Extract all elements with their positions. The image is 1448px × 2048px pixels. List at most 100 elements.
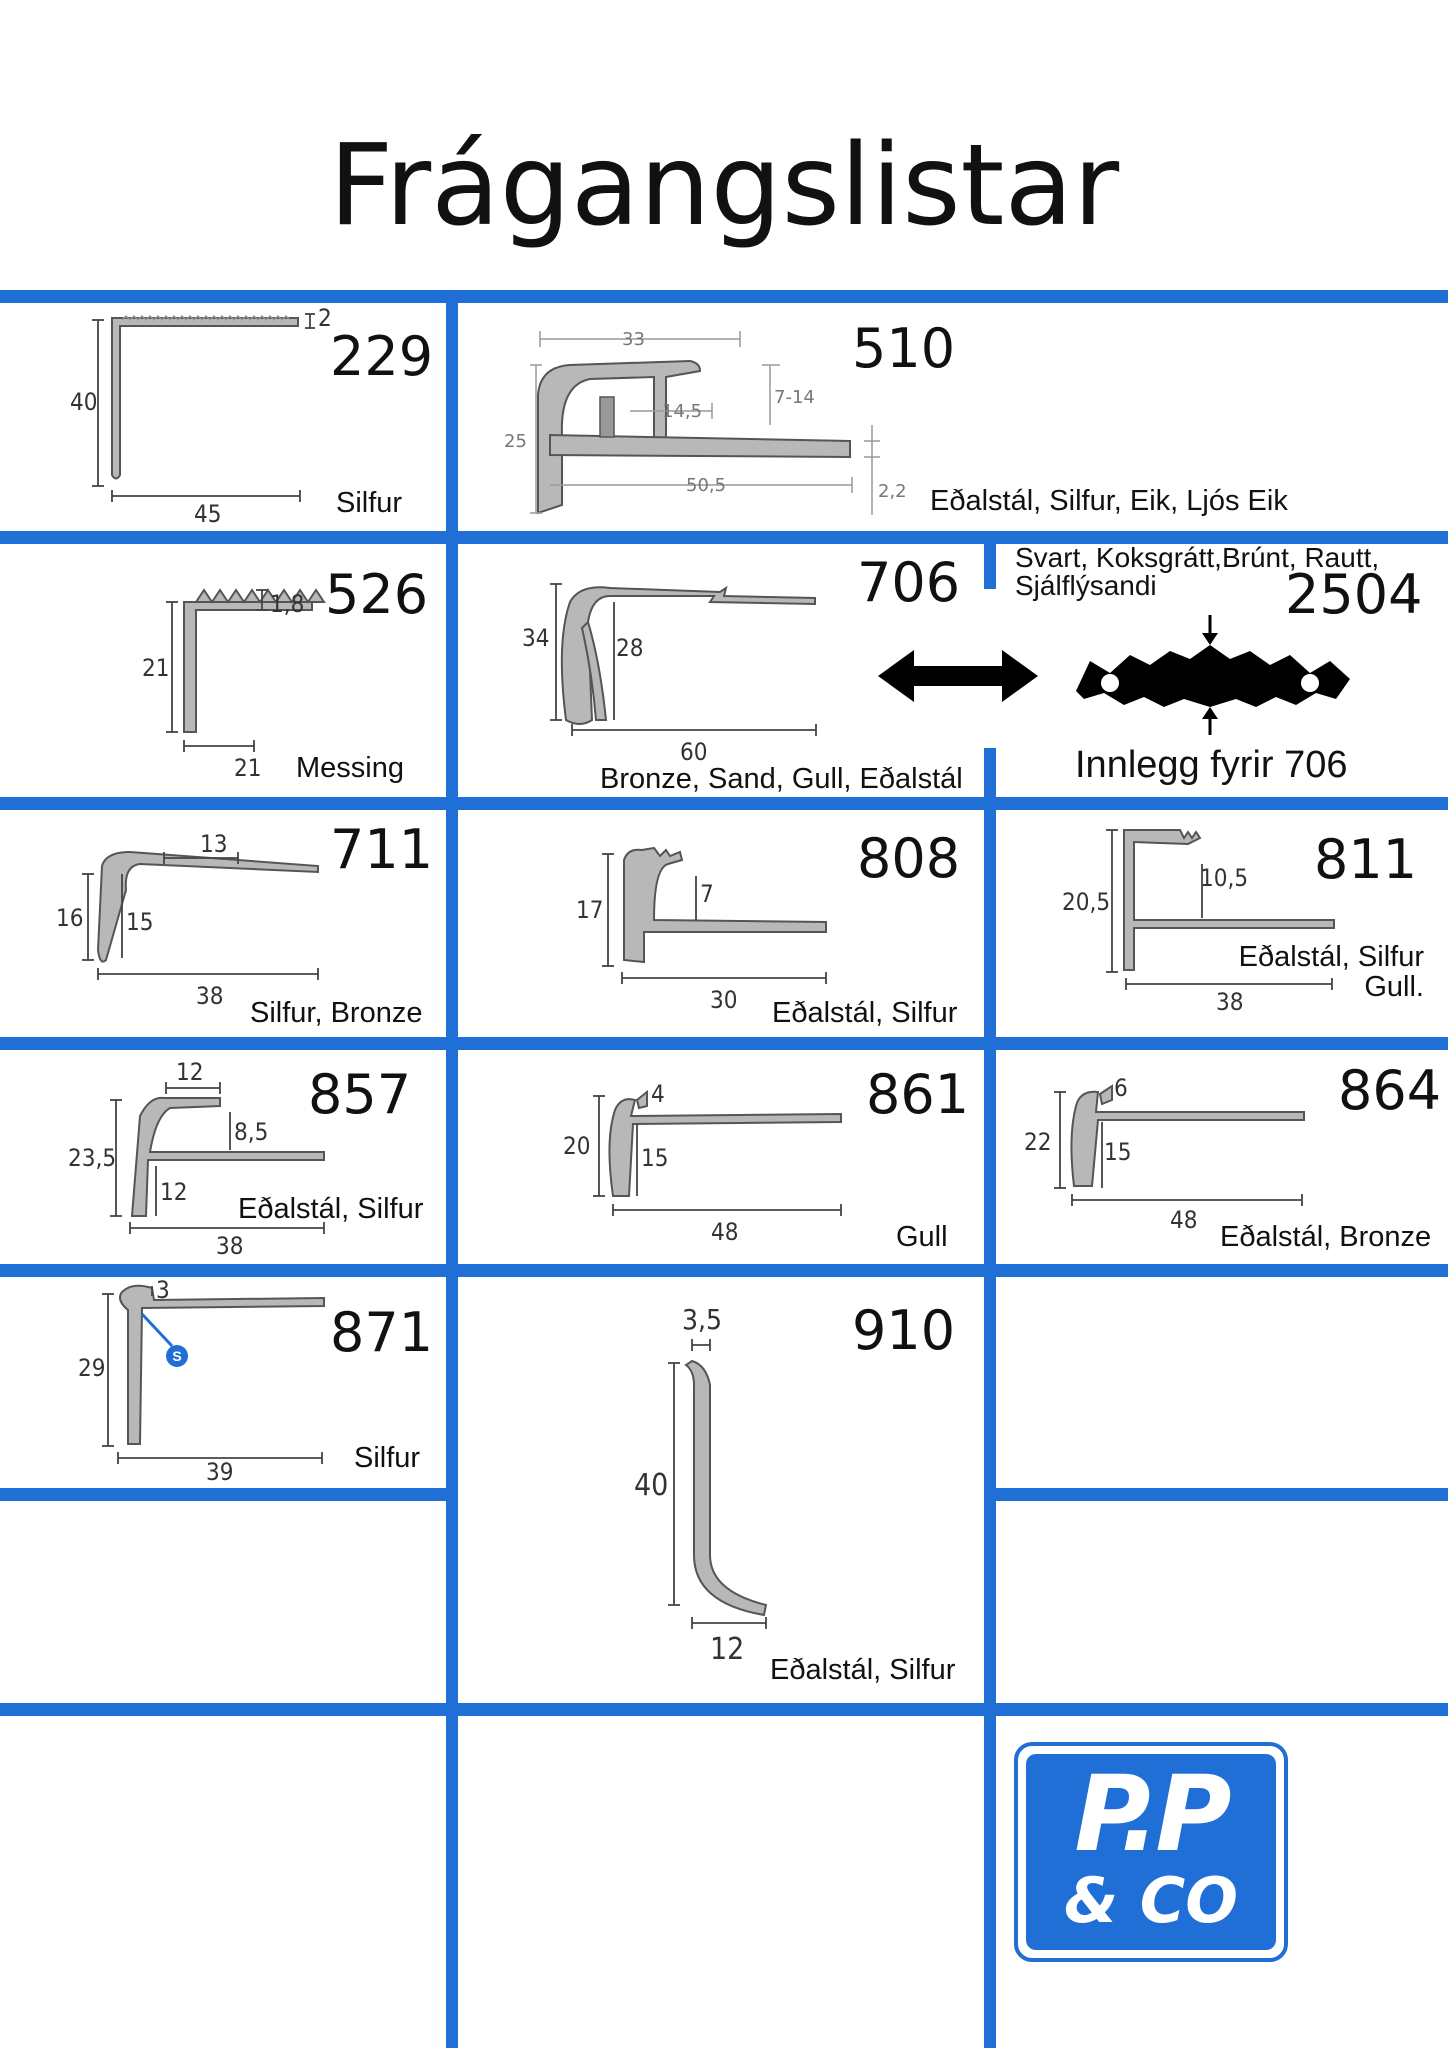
product-finish-510: Eðalstál, Silfur, Eik, Ljós Eik <box>930 485 1288 517</box>
dim-706-c: 60 <box>680 738 707 766</box>
profile-510-drawing: 33 14,5 7-14 25 2,2 50,5 <box>504 329 907 515</box>
dim-864-d: 48 <box>1170 1206 1197 1234</box>
dim-229-c: 45 <box>194 500 221 528</box>
dim-910-b: 40 <box>634 1468 668 1503</box>
dim-910-c: 12 <box>710 1632 744 1667</box>
dim-861-c: 15 <box>641 1144 668 1172</box>
product-finish-229: Silfur <box>336 487 403 519</box>
grid-line-v2a <box>984 537 996 589</box>
dim-857-b: 8,5 <box>234 1118 268 1146</box>
profile-861-drawing: 4 20 15 48 <box>563 1080 842 1246</box>
profile-864-drawing: 6 22 15 48 <box>1024 1074 1305 1234</box>
dim-861-a: 4 <box>651 1080 665 1108</box>
profile-711-drawing: 13 16 15 38 <box>56 830 319 1010</box>
dim-857-d: 12 <box>160 1178 187 1206</box>
product-finish-910: Eðalstál, Silfur <box>770 1654 956 1686</box>
dim-871-b: 29 <box>78 1354 105 1382</box>
dim-864-a: 6 <box>1114 1074 1128 1102</box>
profile-229-drawing: 2 40 45 <box>70 304 332 528</box>
product-code-526: 526 <box>325 563 429 626</box>
dim-510-d: 25 <box>504 431 527 452</box>
dim-526-c: 21 <box>234 754 261 782</box>
dim-706-a: 34 <box>522 624 549 652</box>
dim-510-e: 2,2 <box>878 481 907 502</box>
dim-871-a: 3 <box>156 1276 170 1304</box>
dim-808-b: 17 <box>576 896 603 924</box>
product-finish-871: Silfur <box>354 1442 421 1474</box>
grid-line-h3 <box>0 797 1448 810</box>
grid-line-h7 <box>0 1703 1448 1716</box>
profile-706-drawing: 34 28 60 <box>522 583 817 766</box>
product-finish-861: Gull <box>896 1221 948 1253</box>
product-code-811: 811 <box>1314 828 1418 891</box>
product-code-871: 871 <box>330 1301 434 1364</box>
dim-861-d: 48 <box>711 1218 738 1246</box>
product-finish-811: Eðalstál, Silfur Gull. <box>1238 941 1424 1004</box>
dim-857-c: 23,5 <box>68 1144 116 1172</box>
dim-811-c: 38 <box>1216 988 1243 1016</box>
badge-s-icon: S <box>166 1345 188 1367</box>
dim-229-a: 2 <box>318 304 332 332</box>
logo-line2: & CO <box>1064 1864 1238 1937</box>
dim-811-b: 10,5 <box>1200 864 1248 892</box>
dim-510-b: 14,5 <box>662 401 702 422</box>
dim-711-a: 13 <box>200 830 227 858</box>
grid-line-h4 <box>0 1037 1448 1050</box>
grid-line-h5 <box>0 1264 1448 1277</box>
profile-526-drawing: 1,8 21 21 <box>142 588 326 782</box>
pp-co-logo: P.P & CO <box>1014 1742 1288 1962</box>
product-code-864: 864 <box>1338 1059 1442 1122</box>
product-code-808: 808 <box>857 827 961 890</box>
dim-811-a: 20,5 <box>1062 888 1110 916</box>
product-code-857: 857 <box>308 1063 412 1126</box>
dim-871-c: 39 <box>206 1458 233 1486</box>
profile-871-drawing: 3 29 39 <box>78 1276 325 1486</box>
product-finish-526: Messing <box>296 752 404 784</box>
dim-808-c: 30 <box>710 986 737 1014</box>
grid-line-h6-left <box>0 1488 452 1501</box>
grid-line-h6-right <box>984 1488 1448 1501</box>
grid-line-h1 <box>0 290 1448 303</box>
product-finish-706: Bronze, Sand, Gull, Eðalstál <box>600 763 963 795</box>
product-finish-711: Silfur, Bronze <box>250 997 423 1029</box>
double-arrow-icon <box>878 650 1038 702</box>
dim-857-a: 12 <box>176 1058 203 1086</box>
page-title: Frágangslistar <box>328 121 1120 251</box>
grid-line-h2 <box>0 531 1448 544</box>
insert-2504-drawing <box>1076 615 1350 735</box>
profile-808-drawing: 7 17 30 <box>576 846 827 1014</box>
dim-910-a: 3,5 <box>682 1303 722 1336</box>
insert-caption-2504: Innlegg fyrir 706 <box>1075 744 1348 786</box>
dim-857-e: 38 <box>216 1232 243 1260</box>
product-code-510: 510 <box>852 317 956 380</box>
dim-229-b: 40 <box>70 388 97 416</box>
dim-711-c: 15 <box>126 908 153 936</box>
product-finish-2504: Svart, Koksgrátt,Brúnt, Rautt, Sjálflýsa… <box>1015 542 1380 601</box>
product-code-229: 229 <box>330 325 434 388</box>
dim-711-b: 16 <box>56 904 83 932</box>
logo-line1: P.P <box>1074 1753 1231 1875</box>
grid-line-v2b <box>984 748 996 2048</box>
dim-808-a: 7 <box>700 880 714 908</box>
grid-line-v1 <box>446 296 458 2048</box>
dim-526-b: 21 <box>142 654 169 682</box>
profile-811-drawing: 20,5 10,5 38 <box>1062 829 1335 1016</box>
dim-711-d: 38 <box>196 982 223 1010</box>
product-finish-808: Eðalstál, Silfur <box>772 997 958 1029</box>
dim-706-b: 28 <box>616 634 643 662</box>
dim-861-b: 20 <box>563 1132 590 1160</box>
dim-510-a: 33 <box>622 329 645 350</box>
product-code-711: 711 <box>330 818 434 881</box>
product-finish-857: Eðalstál, Silfur <box>238 1193 424 1225</box>
dim-864-b: 22 <box>1024 1128 1051 1156</box>
profile-857-drawing: 12 8,5 23,5 12 38 <box>68 1058 325 1260</box>
dim-526-a: 1,8 <box>270 590 304 618</box>
product-finish-864: Eðalstál, Bronze <box>1220 1221 1432 1253</box>
product-code-2504: 2504 <box>1285 563 1423 626</box>
dim-864-c: 15 <box>1104 1138 1131 1166</box>
badge-s-label: S <box>172 1348 182 1364</box>
profile-910-drawing: 3,5 40 12 <box>634 1303 768 1667</box>
dim-510-c: 7-14 <box>774 387 815 408</box>
product-code-861: 861 <box>866 1063 970 1126</box>
product-code-910: 910 <box>852 1299 956 1362</box>
